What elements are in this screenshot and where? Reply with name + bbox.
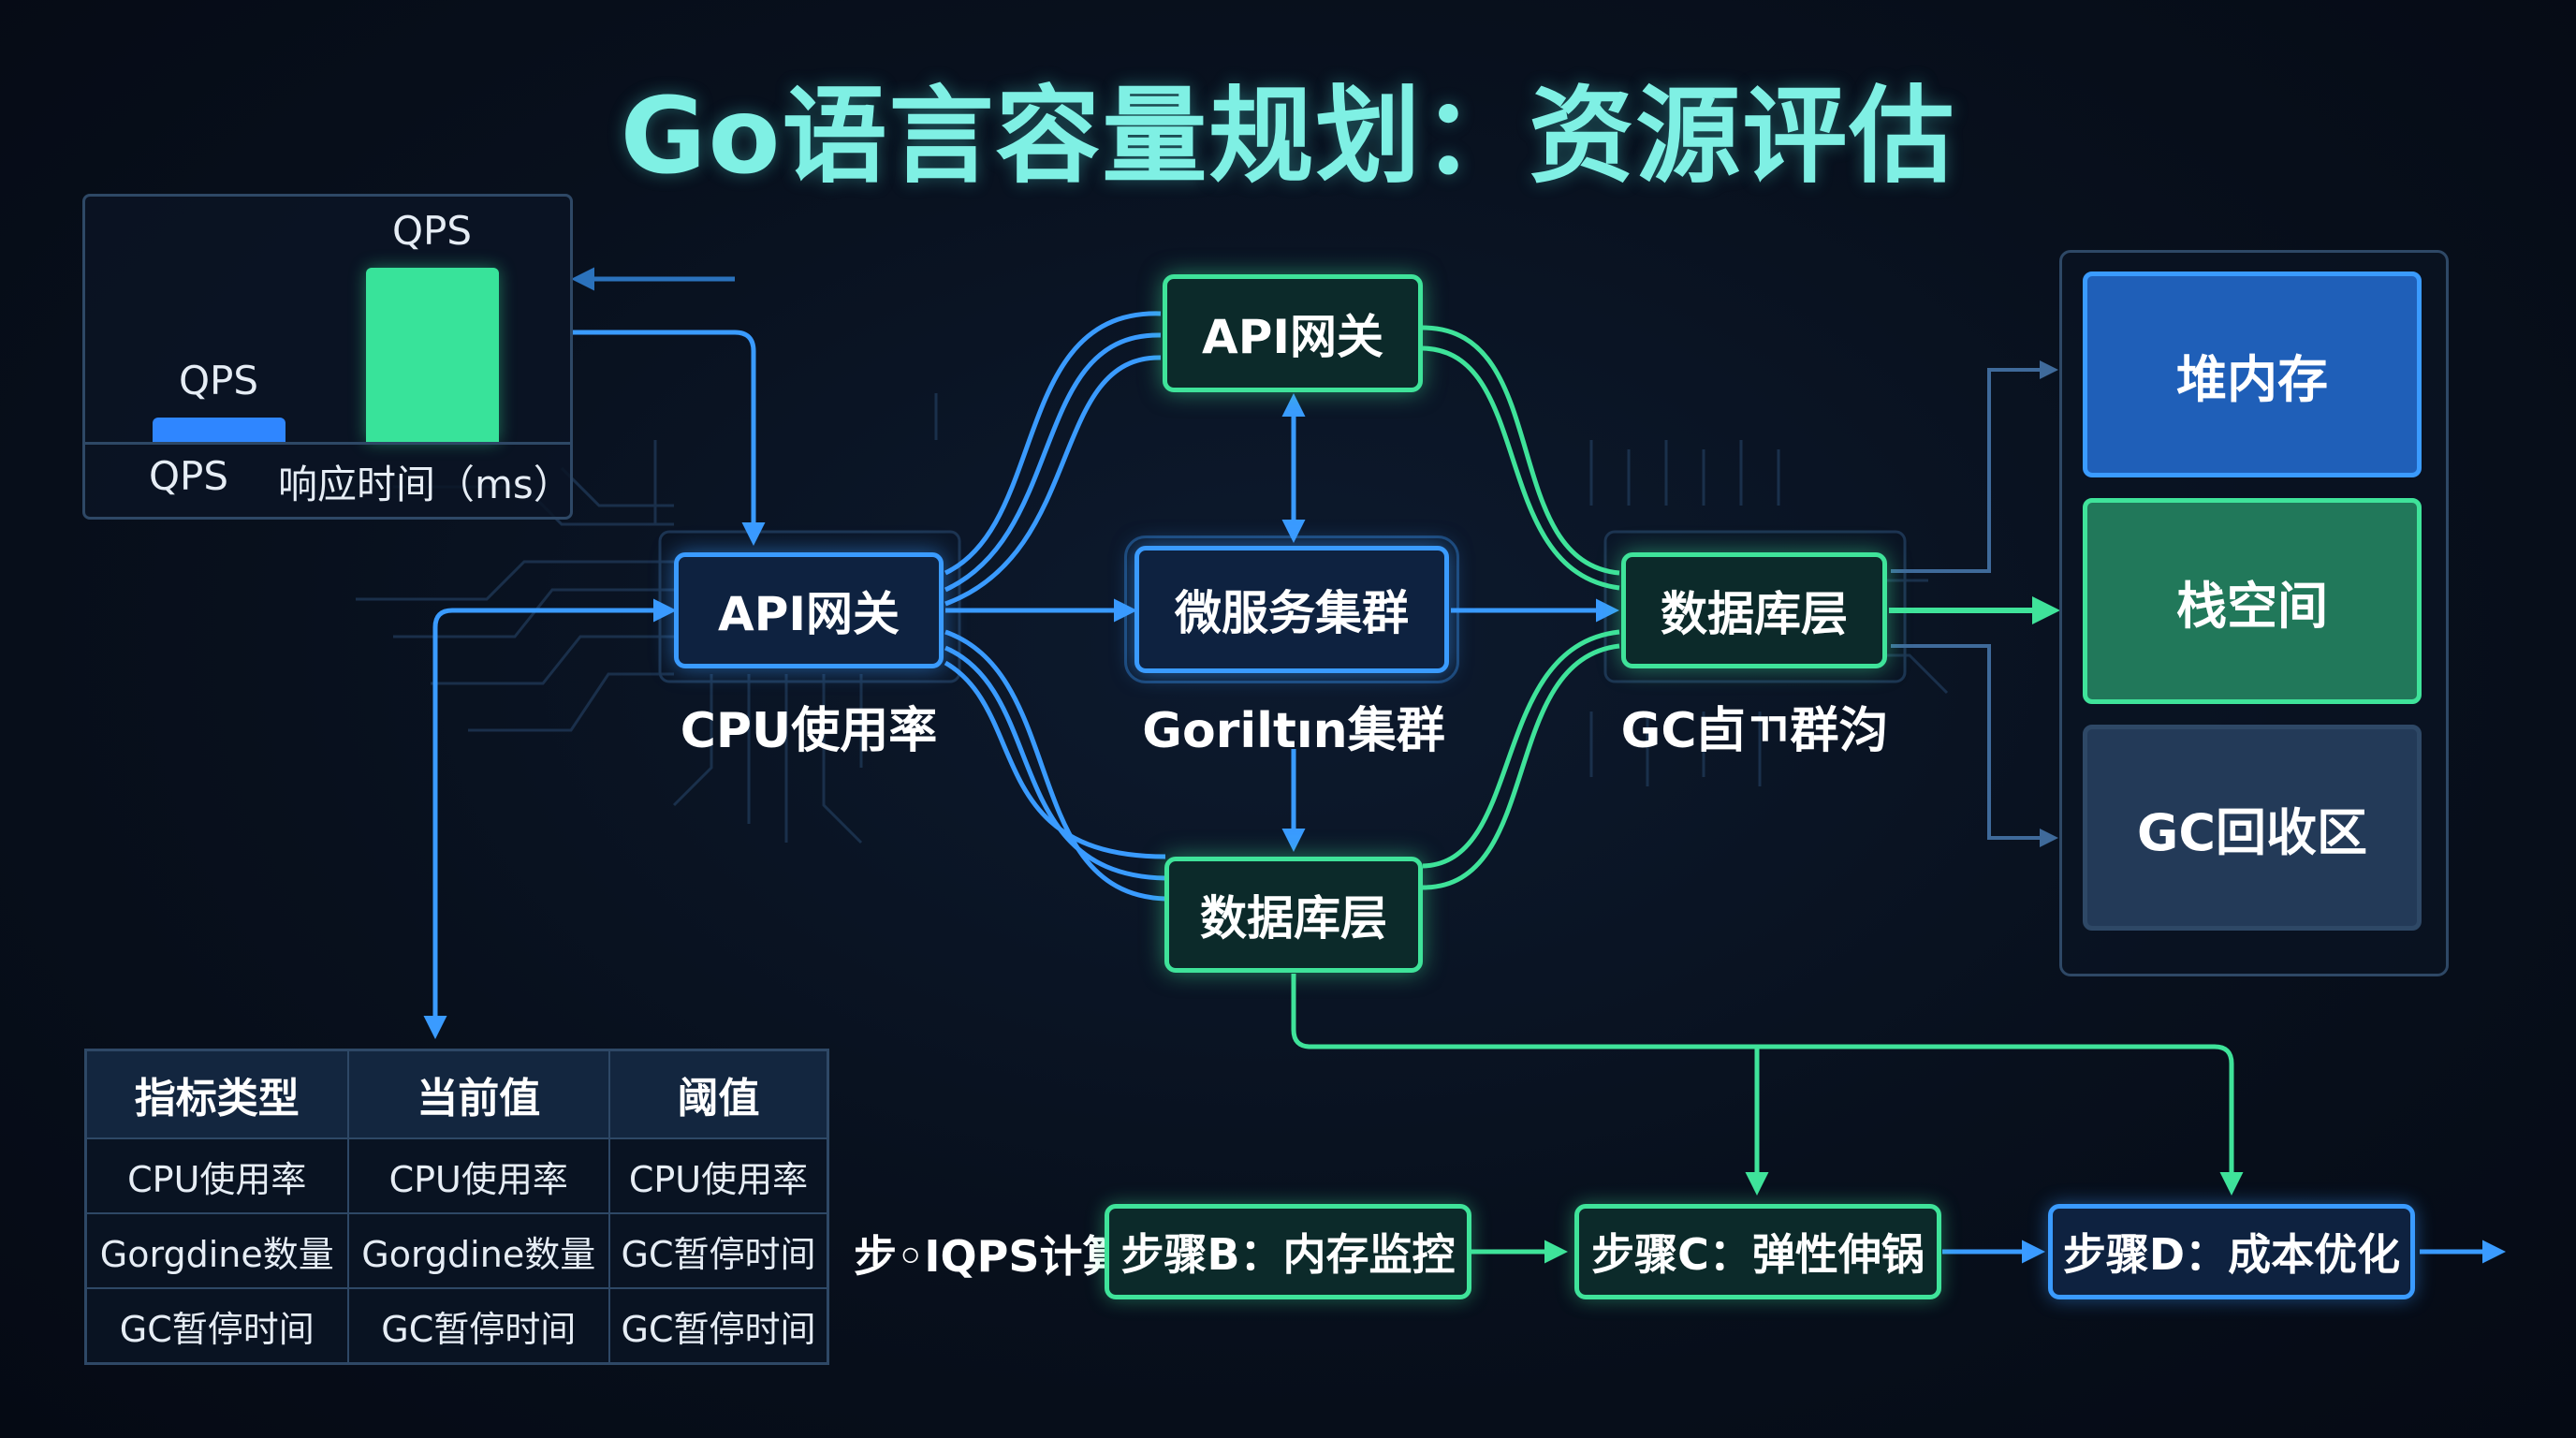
table-cell: GC暂停时间	[607, 1287, 829, 1365]
step-d-box[interactable]: 步骤D：成本优化	[2048, 1204, 2415, 1299]
table-cell: CPU使用率	[607, 1137, 829, 1214]
table-row: Gorgdine数量 Gorgdine数量 GC暂停时间	[84, 1212, 829, 1289]
goroutine-cluster-caption: Goriltın集群	[1142, 703, 1445, 759]
qps-chart-baseline	[85, 442, 570, 445]
table-cell: GC暂停时间	[346, 1287, 610, 1365]
qps-chart-panel: QPS QPS QPS 响应时间（ms）	[82, 194, 573, 520]
wire-table-to-gateway	[423, 598, 677, 1039]
gc-caption: GC卣ㄲ群汮	[1620, 703, 1888, 759]
qps-tall-bar	[366, 268, 499, 442]
qps-tall-bar-label: QPS	[392, 208, 473, 254]
table-cell: Gorgdine数量	[346, 1212, 610, 1289]
table-row: CPU使用率 CPU使用率 CPU使用率	[84, 1137, 829, 1214]
heap-memory-box[interactable]: 堆内存	[2083, 271, 2422, 477]
curve-top-to-database	[1422, 325, 1620, 591]
curve-gateway-to-bottom	[944, 629, 1166, 902]
gc-recycle-area-box[interactable]: GC回收区	[2083, 725, 2422, 931]
table-header-cell: 当前值	[346, 1049, 610, 1139]
table-cell: Gorgdine数量	[84, 1212, 349, 1289]
circuit-traces	[356, 393, 1949, 844]
step-b-box[interactable]: 步骤B：内存监控	[1105, 1204, 1471, 1299]
wire-database-to-heap	[1891, 360, 2058, 573]
wire-database-to-gc	[1891, 644, 2058, 847]
cpu-usage-caption: CPU使用率	[680, 703, 938, 759]
wire-chart-to-gateway	[571, 330, 766, 546]
qps-axis-right-label: 响应时间（ms）	[278, 462, 573, 507]
metrics-table: 指标类型 当前值 阈值 CPU使用率 CPU使用率 CPU使用率 Gorgdin…	[84, 1049, 829, 1365]
api-gateway-main-node[interactable]: API网关	[674, 552, 944, 668]
microservice-cluster-node[interactable]: 微服务集群	[1124, 536, 1459, 683]
table-header-cell: 阈值	[607, 1049, 829, 1139]
table-header-cell: 指标类型	[84, 1049, 349, 1139]
api-gateway-top-node[interactable]: API网关	[1163, 274, 1423, 392]
qps-small-bar	[153, 418, 285, 442]
table-cell: GC暂停时间	[607, 1212, 829, 1289]
table-header-row: 指标类型 当前值 阈值	[84, 1049, 829, 1139]
table-cell: GC暂停时间	[84, 1287, 349, 1365]
database-layer-bottom-node[interactable]: 数据库层	[1164, 857, 1423, 973]
database-layer-right-node[interactable]: 数据库层	[1621, 552, 1887, 668]
memory-panel: 堆内存 栈空间 GC回收区	[2059, 250, 2449, 976]
step-c-box[interactable]: 步骤C：弹性伸锅	[1574, 1204, 1941, 1299]
curve-gateway-to-top	[944, 311, 1162, 607]
table-cell: CPU使用率	[84, 1137, 349, 1214]
qps-small-bar-label: QPS	[179, 358, 259, 404]
stack-space-box[interactable]: 栈空间	[2083, 498, 2422, 704]
curve-bottom-to-database	[1422, 629, 1620, 890]
table-row: GC暂停时间 GC暂停时间 GC暂停时间	[84, 1287, 829, 1365]
step-a-label: 步◦IQPS计算	[854, 1231, 1126, 1282]
qps-axis-left-label: QPS	[149, 453, 229, 499]
page-title: Go语言容量规划：资源评估	[620, 76, 1956, 198]
wire-bottom-to-steps	[1291, 974, 2244, 1196]
table-cell: CPU使用率	[346, 1137, 610, 1214]
